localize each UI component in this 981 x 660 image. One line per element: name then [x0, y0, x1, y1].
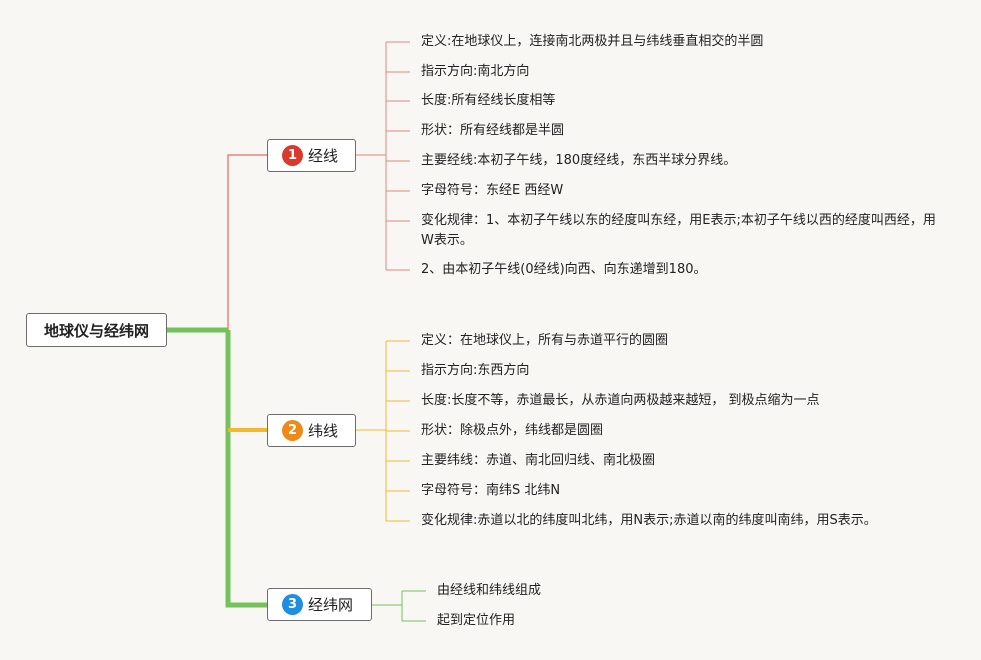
leaf-item[interactable]: 变化规律:赤道以北的纬度叫北纬，用N表示;赤道以南的纬度叫南纬，用S表示。: [421, 513, 877, 528]
leaf-item[interactable]: 定义：在地球仪上，所有与赤道平行的圆圈: [421, 333, 669, 348]
branch-1-bracket: [356, 42, 387, 270]
trunk-connector-1: [227, 154, 267, 330]
branch-3-ticks: [402, 590, 426, 622]
leaf-item[interactable]: 长度:长度不等，赤道最长，从赤道向两极越来越短， 到极点缩为一点: [421, 393, 820, 408]
branch-node-jingweiwang[interactable]: 3 经纬网: [267, 588, 372, 621]
leaf-item[interactable]: 指示方向:东西方向: [421, 363, 530, 378]
leaf-item[interactable]: 主要纬线：赤道、南北回归线、南北极圈: [421, 453, 656, 468]
leaf-item[interactable]: 字母符号：南纬S 北纬N: [421, 483, 561, 498]
leaf-item[interactable]: 由经线和纬线组成: [437, 583, 542, 598]
number-3-badge-icon: 3: [282, 594, 303, 615]
branch-1-ticks: [386, 41, 410, 271]
number-2-badge-icon: 2: [282, 420, 303, 441]
branch-3-bracket: [372, 591, 403, 621]
leaf-item[interactable]: 长度:所有经线长度相等: [421, 93, 556, 108]
branch-label: 经线: [308, 147, 339, 165]
branch-2-bracket: [356, 341, 387, 521]
branch-2-ticks: [386, 340, 410, 522]
root-label: 地球仪与经纬网: [43, 321, 149, 340]
leaf-item[interactable]: 2、由本初子午线(0经线)向西、向东递增到180。: [421, 262, 707, 277]
leaf-item[interactable]: 起到定位作用: [437, 613, 516, 628]
leaf-item[interactable]: 字母符号：东经E 西经W: [421, 183, 564, 198]
leaf-item[interactable]: 形状：除极点外，纬线都是圆圈: [421, 423, 604, 438]
number-1-badge-icon: 1: [282, 145, 303, 166]
leaf-item[interactable]: 变化规律：1、本初子午线以东的经度叫东经，用E表示;本初子午线以西的经度叫西经，…: [421, 213, 936, 248]
branch-label: 纬线: [308, 422, 339, 440]
trunk-connector-3: [225, 330, 267, 608]
leaf-item[interactable]: 定义:在地球仪上，连接南北两极并且与纬线垂直相交的半圆: [421, 34, 764, 49]
branch-node-weixian[interactable]: 2 纬线: [267, 414, 356, 447]
root-node[interactable]: 地球仪与经纬网: [26, 313, 167, 347]
leaf-item[interactable]: 主要经线:本初子午线，180度经线，东西半球分界线。: [421, 153, 737, 168]
branch-node-jingxian[interactable]: 1 经线: [267, 139, 356, 172]
leaf-item[interactable]: 形状：所有经线都是半圆: [421, 123, 565, 138]
leaf-item[interactable]: 指示方向:南北方向: [421, 64, 530, 79]
branch-label: 经纬网: [308, 596, 354, 614]
